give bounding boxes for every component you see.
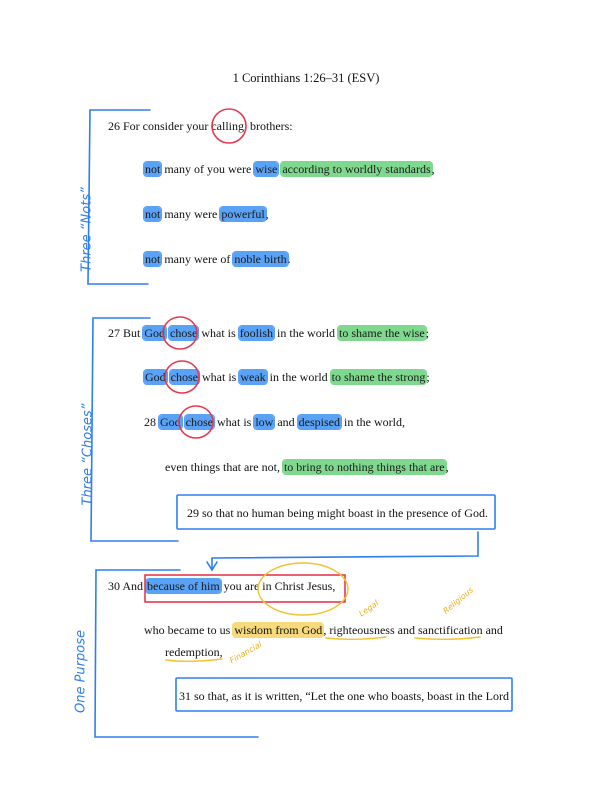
box-verse-31 [175, 677, 513, 712]
box-verse-29 [176, 494, 496, 530]
highlight-chose: chose [184, 415, 214, 429]
text-segment: many of you were [161, 162, 255, 176]
verse-31-line: 31 so that, as it is written, “Let the o… [179, 689, 509, 703]
not-line-2: not many were powerful, [144, 206, 269, 222]
page-title: 1 Corinthians 1:26–31 (ESV) [232, 71, 380, 85]
word-sanctification: sanctification [417, 623, 483, 637]
verse-29-line: 29 so that no human being might boast in… [187, 506, 488, 520]
verse-30-line: 30 And because of him you are in Christ … [108, 578, 335, 594]
not-line-3: not many were of noble birth. [144, 251, 291, 267]
redemption-line: redemption, [165, 645, 223, 659]
underline-redemption [165, 658, 223, 662]
highlight-god: God [143, 326, 167, 340]
circle-chose-1 [162, 316, 198, 350]
text-segment: 27 But [108, 326, 144, 340]
word-calling: calling [211, 119, 244, 133]
highlight-despised: despised [297, 415, 341, 429]
text-segment: in the world, [341, 415, 405, 429]
text-segment: and [274, 415, 298, 429]
bracket-section-3 [94, 569, 259, 738]
text-segment: and [394, 623, 418, 637]
text-segment: you are in Christ Jesus, [220, 579, 336, 593]
chose-line-2: God chose what is weak in the world to s… [144, 369, 430, 385]
highlight-wisdom-from-god: wisdom from God [233, 623, 324, 637]
text-segment: ; [426, 370, 430, 384]
text-segment: and [482, 623, 503, 637]
highlight-not: not [144, 252, 162, 266]
text-segment: , brothers: [243, 119, 293, 133]
highlight-bring-to-nothing: to bring to nothing things that are [282, 460, 446, 474]
text-segment: many were of [161, 252, 234, 266]
connector-arrow [211, 531, 479, 569]
highlight-chose: chose [169, 370, 199, 384]
highlight-because-of-him: because of him [146, 579, 221, 593]
highlight-shame-the-wise: to shame the wise [338, 326, 426, 340]
text-segment: , [431, 162, 435, 176]
highlight-weak: weak [239, 370, 267, 384]
underline-righteousness [325, 636, 387, 640]
circle-calling [211, 108, 247, 144]
oval-christ-jesus [257, 562, 349, 616]
text-segment: , [445, 460, 449, 474]
box-verse-30 [144, 574, 346, 603]
even-things-line: even things that are not, to bring to no… [165, 459, 449, 475]
highlight-god: God [144, 370, 167, 384]
highlight-god: God [159, 415, 182, 429]
highlight-chose: chose [169, 326, 199, 340]
circle-chose-3 [178, 405, 214, 439]
highlight-low: low [254, 415, 275, 429]
highlight-noble-birth: noble birth [233, 252, 288, 266]
highlight-worldly-standards: according to worldly standards [281, 162, 432, 176]
who-became-line: who became to us wisdom from God, righte… [144, 622, 503, 638]
verse-27-line: 27 But God chose what is foolish in the … [108, 325, 429, 341]
text-segment: what is [198, 326, 239, 340]
highlight-wise: wise [254, 162, 279, 176]
text-segment: who became to us [144, 623, 234, 637]
highlight-foolish: foolish [238, 326, 275, 340]
not-line-1: not many of you were wise according to w… [144, 161, 435, 177]
arrowhead [206, 561, 218, 572]
text-segment: , [323, 623, 330, 637]
highlight-not: not [144, 207, 162, 221]
verse-28-line: 28 God chose what is low and despised in… [144, 414, 405, 430]
text-segment: in the world [266, 370, 331, 384]
underline-sanctification [414, 636, 481, 640]
highlight-shame-the-strong: to shame the strong [330, 370, 427, 384]
text-segment: 28 [144, 415, 159, 429]
text-segment: many were [161, 207, 221, 221]
text-segment: in the world [274, 326, 339, 340]
text-segment: . [287, 252, 291, 266]
text-segment: even things that are not, [165, 460, 283, 474]
circle-chose-2 [164, 360, 200, 394]
bracket-section-1 [87, 109, 151, 285]
highlight-not: not [144, 162, 162, 176]
text-segment: what is [199, 370, 240, 384]
bracket-section-2 [90, 317, 179, 542]
text-segment: what is [214, 415, 255, 429]
text-segment: , [265, 207, 269, 221]
verse-26-line: 26 For consider your calling, brothers: [108, 118, 293, 134]
word-righteousness: righteousness [329, 623, 395, 637]
highlight-powerful: powerful [220, 207, 266, 221]
text-segment: 26 For consider your [108, 119, 212, 133]
text-segment: 30 And [108, 579, 147, 593]
text-segment: ; [425, 326, 430, 340]
